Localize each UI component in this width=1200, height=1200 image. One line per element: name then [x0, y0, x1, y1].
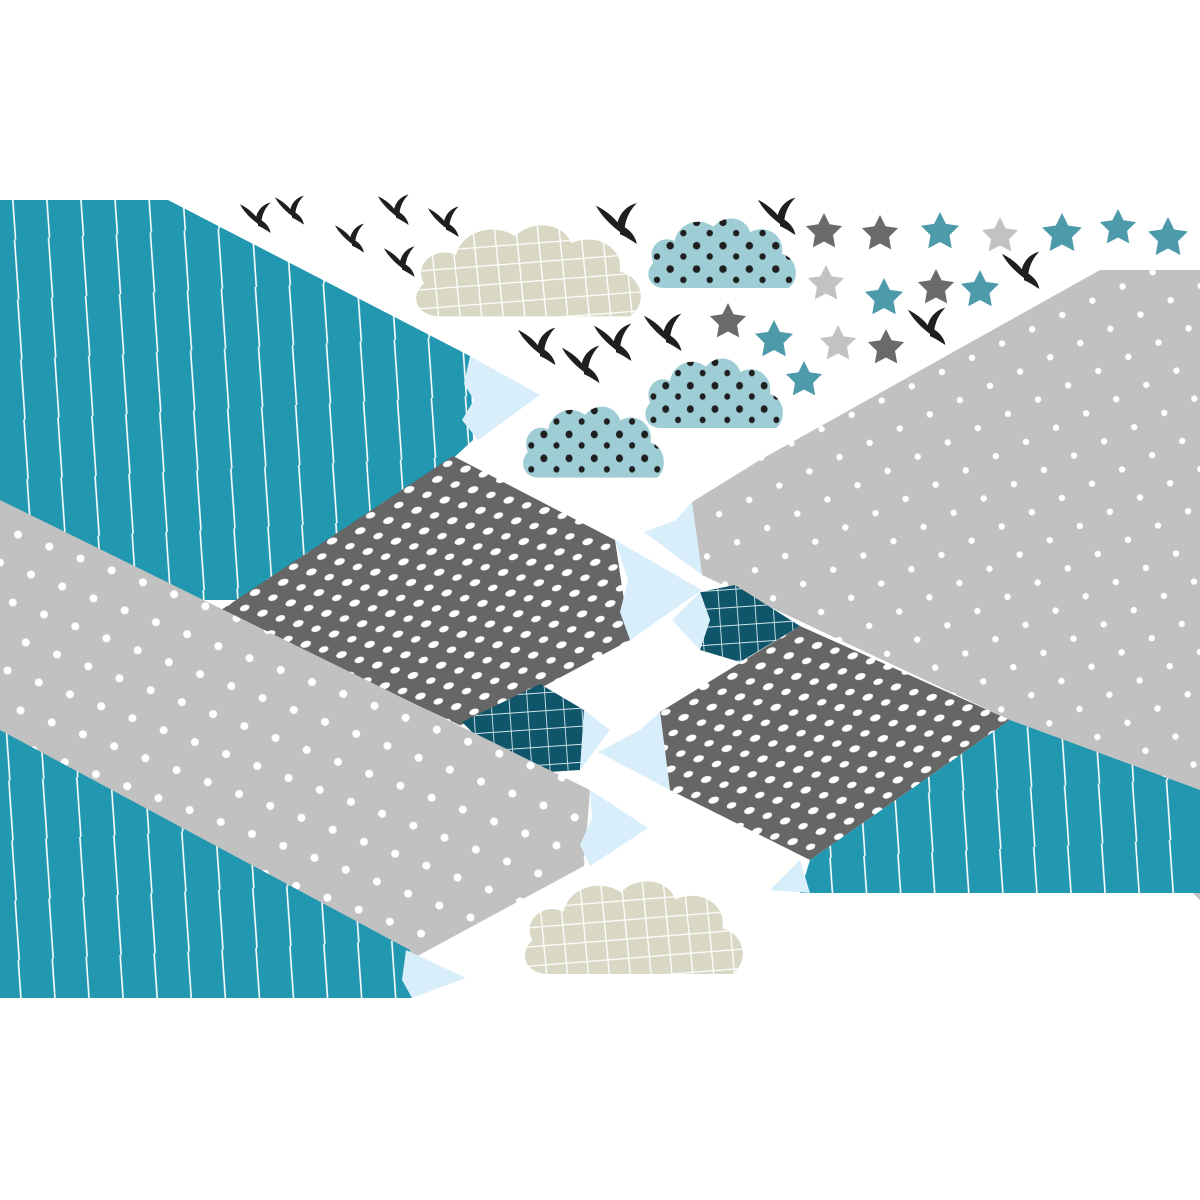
- star-icon: [961, 270, 999, 307]
- star-icon: [981, 217, 1019, 252]
- cloud-icon: [645, 358, 783, 428]
- star-icon: [1148, 217, 1188, 256]
- bird-icon: [1002, 251, 1040, 289]
- snow-cap: [462, 356, 540, 440]
- star-icon: [1042, 213, 1082, 252]
- bird-icon: [275, 195, 304, 225]
- cloud-icon: [523, 406, 664, 478]
- star-icon: [867, 329, 905, 364]
- bird-icon: [594, 323, 632, 361]
- left-teal-mountain: [0, 200, 540, 600]
- cloud-icon: [416, 225, 641, 317]
- center-grid-rock: [462, 684, 610, 772]
- left-gray-mountain: [0, 500, 648, 960]
- bird-icon: [562, 345, 600, 383]
- right-gray-mountain: [644, 270, 1200, 900]
- bird-icon: [378, 194, 409, 225]
- star-icon: [807, 265, 845, 300]
- bird-icon: [596, 203, 637, 244]
- bird-icon: [384, 246, 415, 277]
- bird-icon: [644, 313, 682, 351]
- star-icon: [865, 278, 903, 315]
- snow-cap: [615, 540, 702, 640]
- star-icon: [785, 361, 823, 396]
- star-icon: [755, 320, 793, 357]
- star-icon: [921, 212, 959, 249]
- snow-cap: [580, 790, 648, 866]
- right-teal-mountain: [770, 720, 1200, 893]
- bird-icon: [518, 327, 556, 365]
- snow-cap: [644, 502, 702, 575]
- cloud-icon: [524, 881, 743, 974]
- star-icon: [709, 303, 747, 338]
- snow-cap: [598, 712, 670, 790]
- star-icon: [805, 213, 843, 248]
- bird-icon: [240, 202, 271, 233]
- bird-icon: [908, 307, 946, 345]
- bird-icon: [428, 206, 459, 237]
- cloud-icon: [648, 218, 796, 288]
- left-teal-foothill: [0, 730, 466, 998]
- bird-icon: [335, 223, 364, 253]
- star-icon: [861, 215, 899, 250]
- star-icon: [917, 269, 955, 304]
- right-grid-rock: [672, 585, 800, 662]
- star-icon: [1099, 209, 1137, 244]
- star-icon: [819, 325, 857, 360]
- right-dark-mountain: [598, 626, 1010, 860]
